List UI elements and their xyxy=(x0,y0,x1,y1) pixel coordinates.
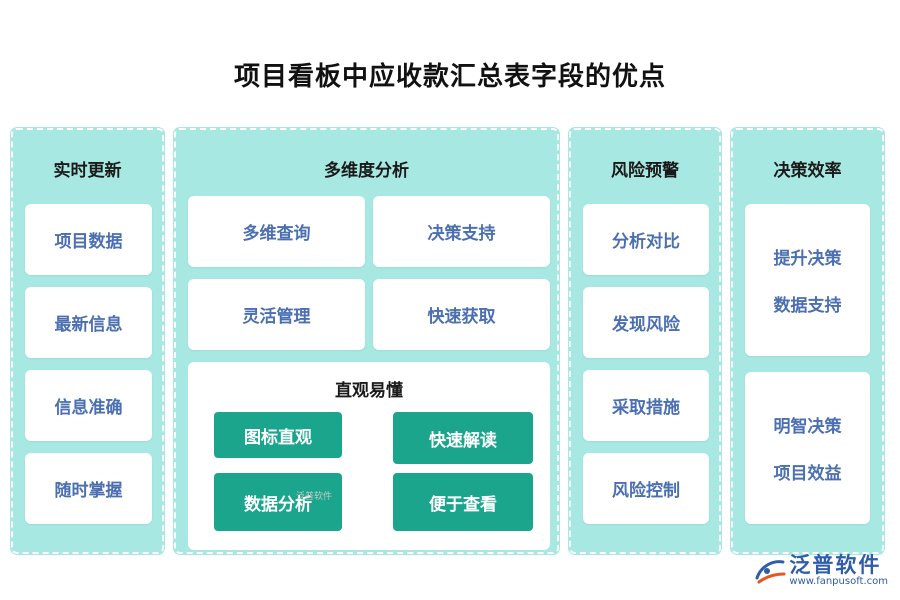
intuitive-subpanel: 直观易懂 图标直观 快速解读 数据分析 便于查看 xyxy=(188,362,550,550)
card-line: 数据支持 xyxy=(773,296,842,316)
card-line: 明智决策 xyxy=(773,417,842,437)
column-multidimensional-analysis: 多维度分析 多维查询 决策支持 灵活管理 快速获取 直观易懂 图标直观 快速解读… xyxy=(174,128,559,554)
tile-data-analysis: 数据分析 xyxy=(214,473,342,531)
column-heading: 风险预警 xyxy=(611,161,679,181)
card-project-data: 项目数据 xyxy=(25,204,152,275)
column-risk-warning: 风险预警 分析对比 发现风险 采取措施 风险控制 xyxy=(569,128,721,554)
card-accurate-info: 信息准确 xyxy=(25,370,152,441)
card-latest-info: 最新信息 xyxy=(25,287,152,358)
column-decision-efficiency: 决策效率 提升决策 数据支持 明智决策 项目效益 xyxy=(731,128,884,554)
tile-quick-interpretation: 快速解读 xyxy=(393,412,533,464)
card-quick-access: 快速获取 xyxy=(373,279,550,350)
card-risk-control: 风险控制 xyxy=(583,453,709,524)
logo-url: www.fanpusoft.com xyxy=(789,576,888,587)
diagram-title: 项目看板中应收款汇总表字段的优点 xyxy=(233,62,666,92)
logo-name: 泛普软件 xyxy=(789,553,882,577)
watermark: 泛普软件 xyxy=(296,492,333,502)
column-realtime-update: 实时更新 项目数据 最新信息 信息准确 随时掌握 xyxy=(11,128,164,554)
card-flexible-management: 灵活管理 xyxy=(188,279,365,350)
column-heading: 实时更新 xyxy=(53,161,122,181)
column-heading: 多维度分析 xyxy=(324,161,409,181)
tile-intuitive-icons: 图标直观 xyxy=(214,412,342,458)
column-heading: 决策效率 xyxy=(773,161,842,181)
card-line: 项目效益 xyxy=(773,464,842,484)
card-take-measures: 采取措施 xyxy=(583,370,709,441)
card-improve-decision: 提升决策 数据支持 xyxy=(745,204,870,356)
brand-logo: 泛普软件 www.fanpusoft.com xyxy=(753,554,888,588)
tile-easy-viewing: 便于查看 xyxy=(393,473,533,531)
card-anytime-grasp: 随时掌握 xyxy=(25,453,152,524)
card-decision-support: 决策支持 xyxy=(373,196,550,267)
card-discover-risk: 发现风险 xyxy=(583,287,709,358)
card-multi-query: 多维查询 xyxy=(188,196,365,267)
card-wise-decision: 明智决策 项目效益 xyxy=(745,372,870,524)
subpanel-heading: 直观易懂 xyxy=(335,381,403,401)
card-analysis-comparison: 分析对比 xyxy=(583,204,709,275)
card-line: 提升决策 xyxy=(773,249,842,269)
fanpu-logo-icon xyxy=(755,560,786,584)
